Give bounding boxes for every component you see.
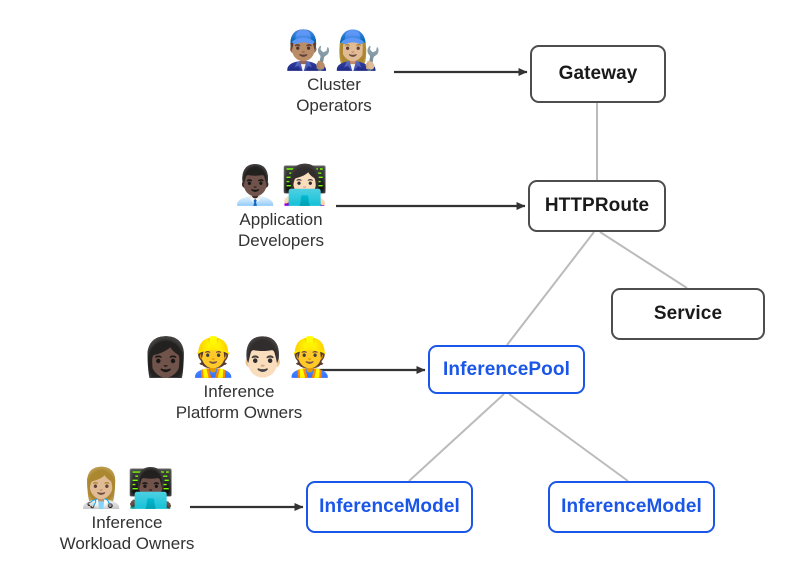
actor-label: Cluster Operators [296,75,372,115]
node-model2[interactable]: InferenceModel [548,481,715,533]
node-label: InferenceModel [561,496,702,517]
node-label: InferenceModel [319,496,460,517]
node-gateway[interactable]: Gateway [530,45,666,103]
edge-httproute-to-pool [506,231,595,346]
node-label: Gateway [558,63,638,84]
actor-label: Inference Platform Owners [175,382,303,422]
actor-application-developers: 👨🏿‍💼👩🏻‍💻Application Developers [222,163,340,251]
actor-cluster-operators: 👨🏽‍🔧👩🏼‍🔧Cluster Operators [282,28,386,116]
woman-health-worker-icon-man-technologist-icon: 👩🏼‍⚕️👨🏿‍💻 [77,466,177,510]
actor-inference-workload-owners: 👩🏼‍⚕️👨🏿‍💻Inference Workload Owners [47,466,207,554]
actor-inference-platform-owners: 👩🏿‍👷👨🏻‍👷Inference Platform Owners [142,335,333,423]
woman-construction-worker-icon-man-construction-worker-icon: 👩🏿‍👷👨🏻‍👷 [142,335,336,379]
man-mechanic-icon-woman-mechanic-icon: 👨🏽‍🔧👩🏼‍🔧 [284,28,384,72]
node-service[interactable]: Service [611,288,765,340]
node-label: Service [653,303,723,324]
actor-label: Inference Workload Owners [59,513,195,553]
node-httproute[interactable]: HTTPRoute [528,180,666,232]
edge-pool-to-model2 [508,393,629,482]
edge-httproute-to-service [599,231,688,289]
node-label: HTTPRoute [544,195,650,216]
node-label: InferencePool [443,358,570,380]
edge-pool-to-model1 [408,393,505,482]
man-office-worker-icon-woman-technologist-icon: 👨🏿‍💼👩🏻‍💻 [231,163,331,207]
actor-label: Application Developers [238,210,324,250]
node-pool[interactable]: InferencePool [428,345,585,394]
actor-arrows [190,68,528,511]
node-model1[interactable]: InferenceModel [306,481,473,533]
